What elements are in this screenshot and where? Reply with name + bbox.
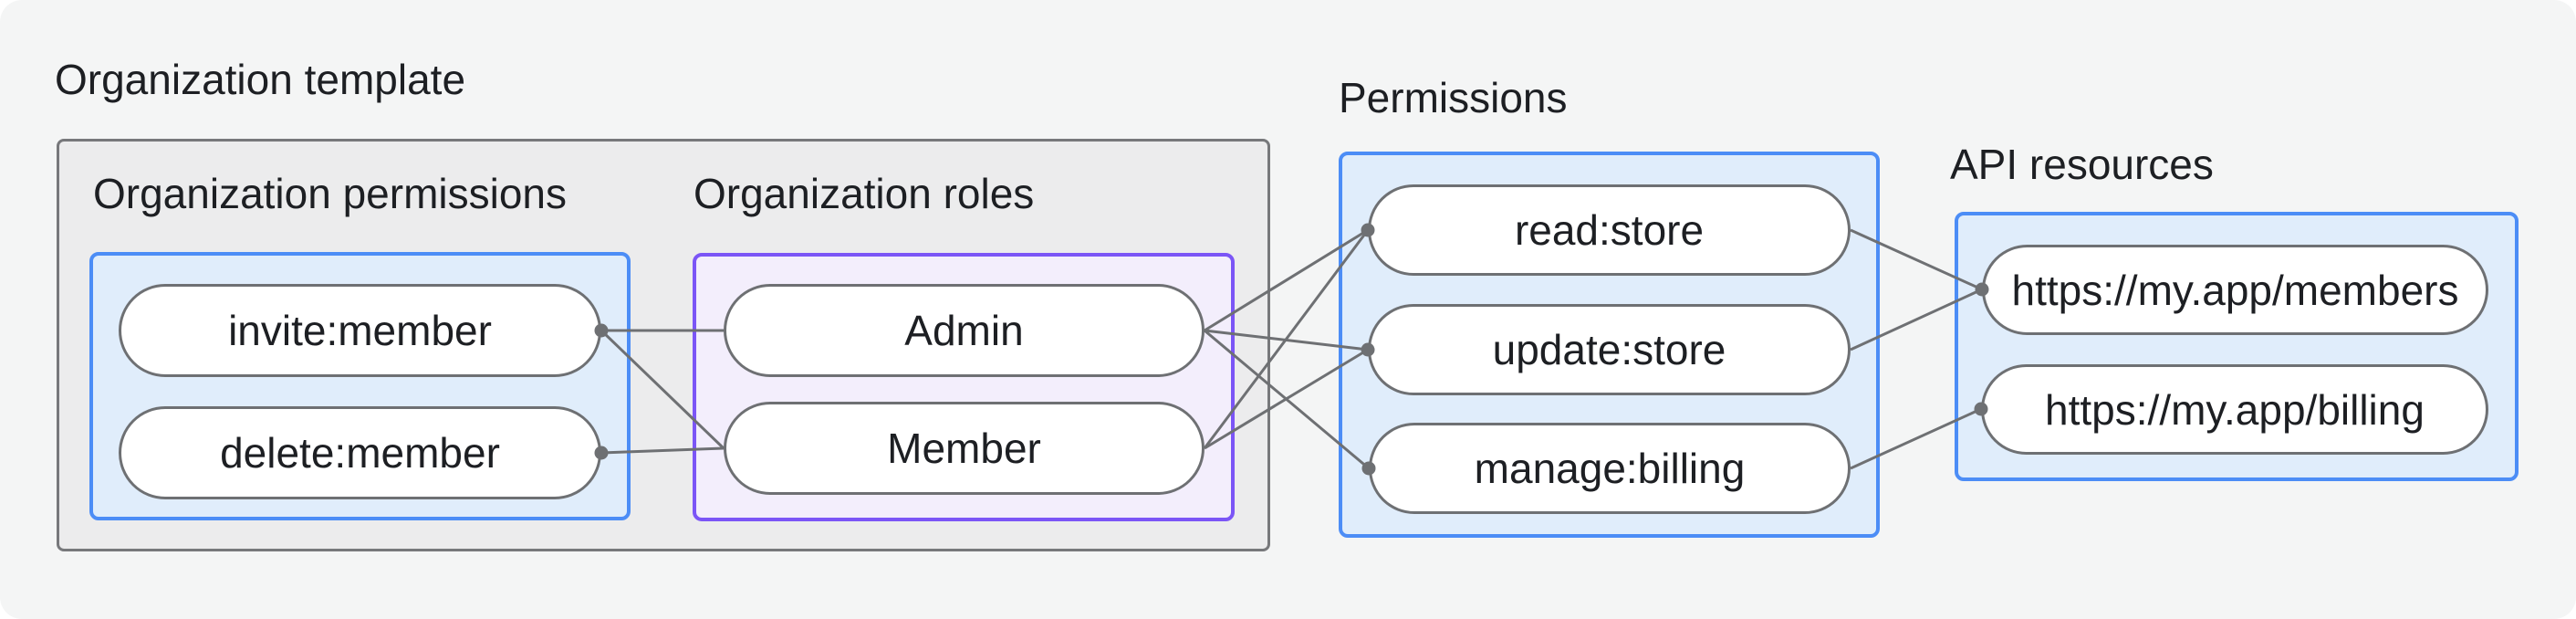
node-member: Member	[724, 402, 1205, 495]
permissions-heading: Permissions	[1339, 74, 1568, 121]
node-read-store: read:store	[1368, 184, 1851, 276]
diagram-title: Organization template	[55, 56, 466, 103]
org-permissions-heading: Organization permissions	[93, 170, 568, 217]
org-roles-heading: Organization roles	[694, 170, 1035, 217]
api-resources-heading: API resources	[1950, 141, 2214, 188]
node-manage-billing: manage:billing	[1369, 423, 1851, 514]
node-admin: Admin	[724, 284, 1205, 377]
node-delete-member: delete:member	[119, 406, 601, 499]
node-update-store: update:store	[1368, 304, 1851, 395]
node-invite-member: invite:member	[119, 284, 601, 377]
node-api-billing: https://my.app/billing	[1981, 364, 2488, 455]
node-api-members: https://my.app/members	[1982, 245, 2488, 335]
